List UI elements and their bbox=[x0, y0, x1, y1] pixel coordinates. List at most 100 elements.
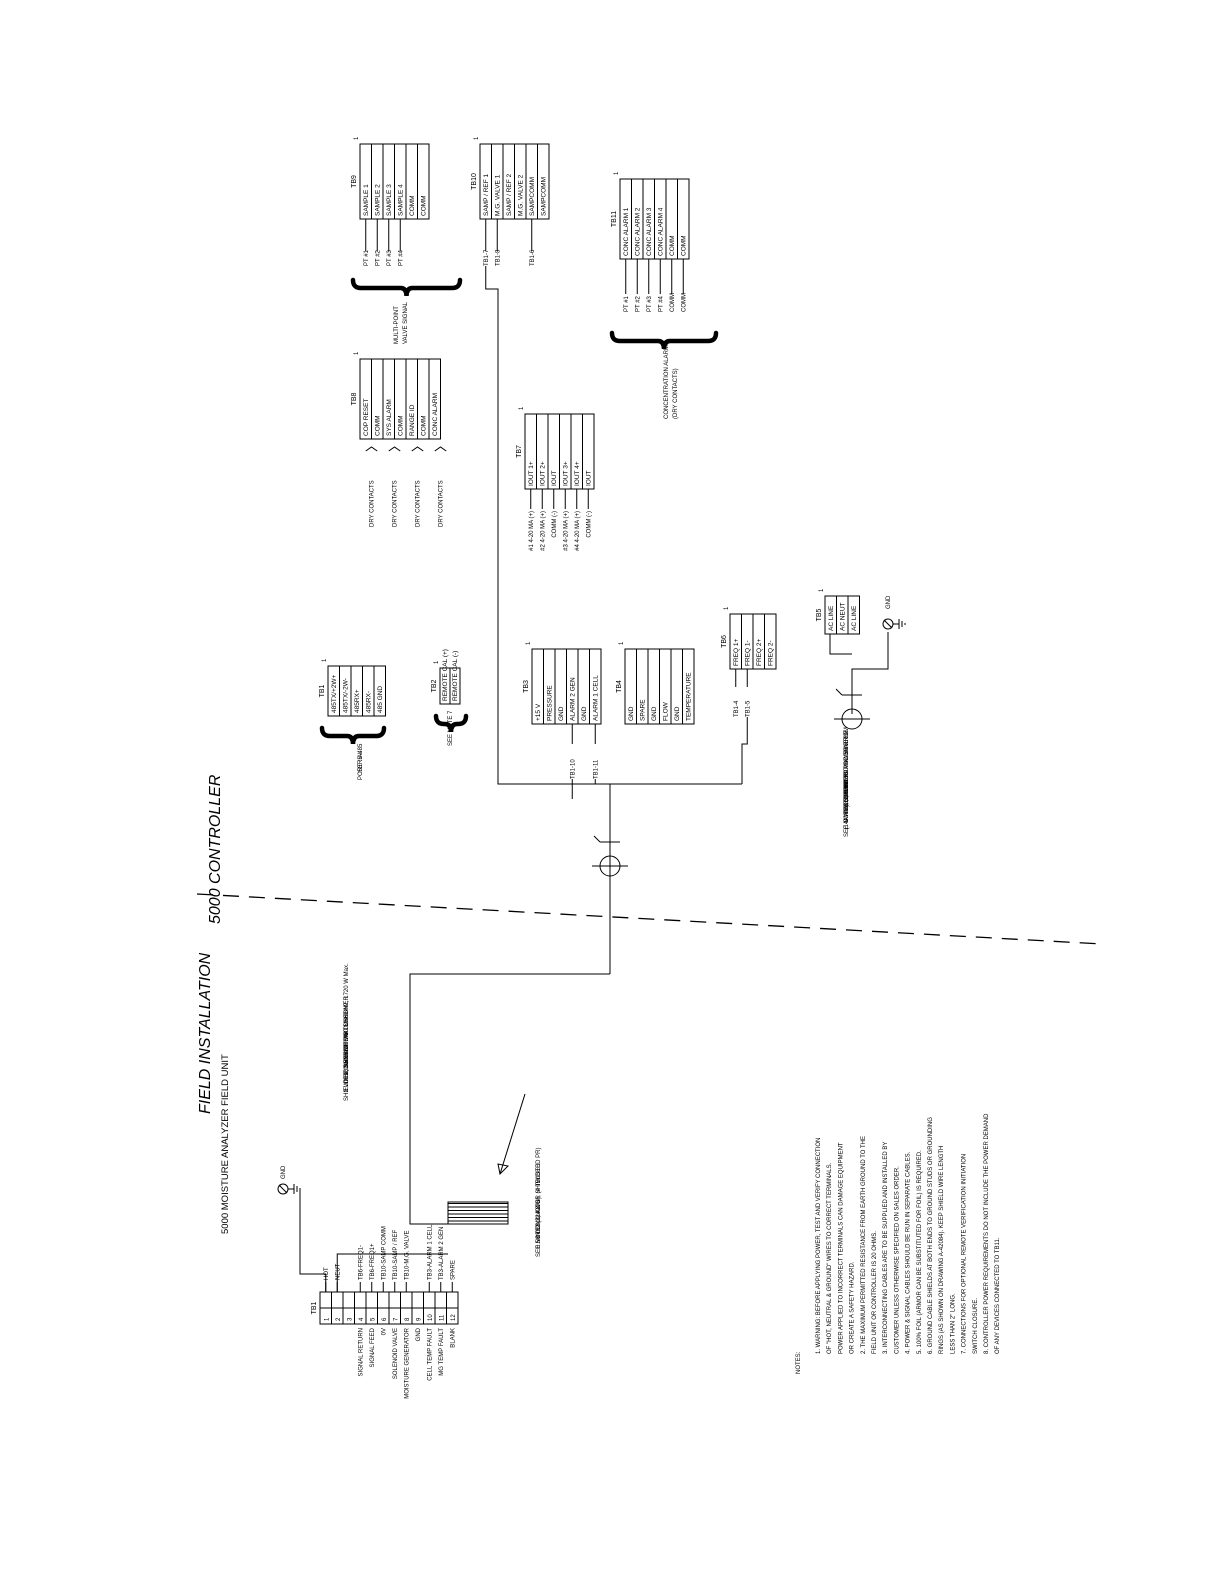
terminal-mark: 1 bbox=[819, 588, 825, 592]
terminal-label: CONC ALARM 1 bbox=[623, 207, 630, 256]
field-subtitle: 5000 MOISTURE ANALYZER FIELD UNIT bbox=[220, 1054, 231, 1234]
wire-label: TB1-5 bbox=[745, 700, 751, 717]
iout-label: #2 4-20 MA (+) bbox=[540, 511, 546, 551]
conductor-spec-line: SEE NOTES 3, 4 & 5 bbox=[536, 1200, 542, 1257]
field-power-line: DISCONNECT SWITCHES bbox=[344, 1010, 350, 1083]
conductor-spec-line: 8 CONDUCTOR (4 TWISTED PR) bbox=[536, 1148, 542, 1239]
terminal-block-frame bbox=[824, 595, 860, 635]
terminal-label: M.G. VALVE 1 bbox=[494, 174, 501, 216]
wire-label: PT #1 bbox=[624, 295, 630, 312]
note-line: RINGS (AS SHOWN ON DRAWING A-42084). KEE… bbox=[939, 1146, 945, 1354]
wire bbox=[883, 619, 893, 629]
power-spec-line: 100-240 VAC 50/60 HZ bbox=[844, 730, 850, 792]
field-wire-label: TB6-FREQ1+ bbox=[370, 1243, 376, 1280]
terminal-label: FREQ 1+ bbox=[733, 639, 740, 666]
iout-label: #3 4-20 MA (+) bbox=[563, 511, 569, 551]
wire-label: TB1-4 bbox=[734, 700, 740, 717]
bus-label: CONCENTRATION ALARMS bbox=[664, 341, 670, 419]
bus-label: MULTI-POINT bbox=[394, 306, 400, 344]
terminal-label: SAMPCOMM bbox=[540, 177, 547, 216]
note-line: OF "HOT, NEUTRAL & GROUND" WIRES TO CORR… bbox=[827, 1162, 833, 1354]
terminal-mark: 1 bbox=[724, 606, 730, 610]
brace bbox=[319, 725, 387, 745]
terminal-label: REMOTE CAL (-) bbox=[452, 651, 459, 701]
terminal-label: 485RX+ bbox=[354, 689, 361, 713]
terminal-label: GND bbox=[651, 706, 658, 721]
terminal-block-name: TB10 bbox=[471, 173, 478, 190]
terminal-block-name: TB7 bbox=[516, 445, 523, 458]
terminal-label: GND bbox=[674, 706, 681, 721]
arrow-head bbox=[497, 1163, 510, 1176]
dry-contact-label: DRY CONTACTS bbox=[439, 480, 445, 527]
terminal-label: SYS ALARM bbox=[386, 399, 393, 436]
freq-wire bbox=[741, 717, 748, 784]
trunk-cable bbox=[409, 973, 610, 1225]
bus-label: RS-485 bbox=[358, 743, 364, 764]
terminal-number: 5 bbox=[371, 1317, 377, 1321]
wire-label: COMM bbox=[681, 293, 687, 312]
wire-label: TB1-6 bbox=[530, 249, 536, 266]
terminal-label: SAMP / REF 1 bbox=[483, 173, 490, 216]
terminal-block-name: TB3 bbox=[523, 680, 530, 693]
note-line: 6. GROUND CABLE SHIELDS AT BOTH ENDS TO … bbox=[928, 1117, 934, 1354]
field-signal-label: SIGNAL FEED bbox=[370, 1327, 376, 1367]
field-power-line: 3 WIRE, 3.5 mm2 bbox=[344, 1044, 350, 1092]
note-line: CUSTOMER UNLESS OTHERWISE SPECIFIED ON S… bbox=[894, 1166, 900, 1354]
terminal-block-frame bbox=[359, 358, 441, 440]
terminal-block-name: TB5 bbox=[816, 608, 823, 621]
terminal-label: COMM bbox=[397, 415, 404, 436]
field-signal-label: BLANK bbox=[450, 1328, 456, 1348]
brace bbox=[350, 277, 463, 297]
brace bbox=[433, 713, 469, 733]
terminal-mark: 1 bbox=[434, 660, 440, 664]
terminal-label: 485TX/+2W+ bbox=[331, 674, 338, 713]
iout-label: #4 4-20 MA (+) bbox=[575, 511, 581, 551]
ground-label: GND bbox=[281, 1165, 287, 1179]
wire bbox=[835, 688, 843, 696]
terminal-block-tb1c: 485TX/+2W+485TX/-2W-485RX+485RX-485 GNDT… bbox=[319, 658, 386, 717]
terminal-label: PRESSURE bbox=[546, 685, 553, 721]
terminal-mark: 1 bbox=[474, 136, 480, 140]
terminal-label: FLOW bbox=[662, 701, 669, 721]
note-line: POWER APPLIED TO INCORRECT TERMINALS CAN… bbox=[838, 1142, 844, 1354]
field-wire-label: TB3-ALARM 2 GEN bbox=[439, 1227, 445, 1280]
ground-label: GND bbox=[886, 595, 892, 609]
bus-label: VALVE SIGNAL bbox=[403, 301, 409, 344]
field-signal-label: 0V bbox=[381, 1328, 387, 1335]
terminal-label: COMM bbox=[420, 195, 427, 216]
terminal-number: 6 bbox=[382, 1317, 388, 1321]
terminal-label: CONC ALARM 4 bbox=[657, 207, 664, 256]
terminal-label: COP RESET bbox=[363, 399, 370, 436]
terminal-number: 9 bbox=[417, 1317, 423, 1321]
terminal-block-name: TB9 bbox=[351, 175, 358, 188]
terminal-block-name: TB2 bbox=[431, 679, 438, 692]
terminal-label: COMM bbox=[680, 235, 687, 256]
bus-label: SERIAL bbox=[358, 750, 364, 772]
note-line: 3. INTERCONNECTING CABLES ARE TO BE SUPP… bbox=[883, 1142, 889, 1354]
terminal-label: COMM bbox=[420, 415, 427, 436]
notes-title: NOTES: bbox=[796, 1351, 802, 1374]
wire bbox=[593, 835, 601, 843]
terminal-mark: 1 bbox=[354, 136, 360, 140]
terminal-label: GND bbox=[558, 706, 565, 721]
note-line: 1. WARNING: BEFORE APPLYING POWER, TEST … bbox=[816, 1138, 822, 1354]
note-line: SWITCH CLOSURE. bbox=[973, 1298, 979, 1354]
terminal-number: 4 bbox=[359, 1317, 365, 1321]
terminal-label: SPARE bbox=[639, 699, 646, 721]
terminal-number: 10 bbox=[428, 1314, 434, 1321]
field-cable-bundle bbox=[447, 1201, 509, 1225]
terminal-label: REMOTE CAL (+) bbox=[442, 649, 449, 701]
contact-pair bbox=[365, 446, 378, 452]
power-spec-line: 30 WATTS POWER FROM bbox=[844, 727, 850, 799]
field-signal-label: MOISTURE GENERATOR bbox=[404, 1327, 410, 1398]
terminal-label: AC LINE bbox=[851, 605, 858, 631]
terminal-label: SAMPCOMM bbox=[529, 177, 536, 216]
